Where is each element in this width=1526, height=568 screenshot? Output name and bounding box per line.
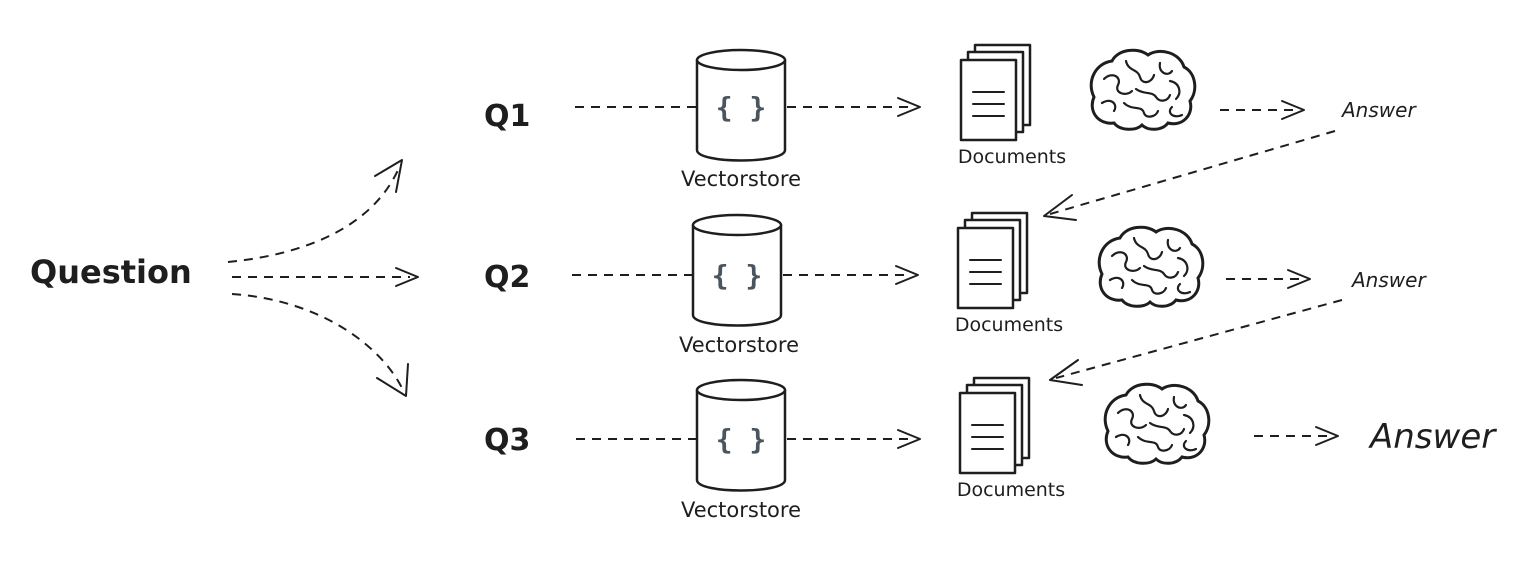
query-label: Q2 [484, 260, 530, 295]
store-symbol: { } [716, 91, 767, 124]
store-symbol: { } [716, 423, 767, 456]
documents-stack-icon [959, 43, 1032, 142]
documents-stack-icon [958, 376, 1031, 475]
documents-stack-icon [956, 211, 1029, 310]
fan-arrow-down [231, 293, 409, 397]
documents-label: Documents [958, 146, 1066, 168]
question-label: Question [30, 253, 192, 291]
query-label: Q1 [484, 99, 530, 134]
row-q3: Q3 { } Vectorstore Documents Answer [484, 376, 1497, 522]
brain-icon [1103, 382, 1211, 465]
arrow-store-to-docs [787, 97, 921, 117]
arrow-llm-to-answer [1220, 100, 1305, 120]
documents-label: Documents [957, 479, 1065, 501]
store-symbol: { } [712, 259, 763, 292]
database-cylinder-icon: { } [691, 213, 783, 327]
vectorstore-label: Vectorstore [679, 333, 799, 357]
row-q2: Q2 { } Vectorstore Documents Answer [484, 211, 1427, 357]
arrow-store-to-docs [783, 265, 919, 285]
final-answer-label: Answer [1368, 417, 1497, 457]
database-cylinder-icon: { } [695, 378, 787, 492]
query-label: Q3 [484, 423, 530, 458]
arrow-llm-to-answer [1226, 269, 1311, 289]
fan-arrow-middle [232, 267, 419, 287]
row-q1: Q1 { } Vectorstore Documents Answer [484, 43, 1417, 191]
fan-arrow-up [227, 159, 403, 263]
brain-icon [1089, 48, 1197, 131]
brain-icon [1097, 225, 1205, 308]
documents-label: Documents [955, 314, 1063, 336]
database-cylinder-icon: { } [695, 48, 787, 162]
arrow-answer1-to-docs2 [1043, 130, 1336, 221]
arrow-answer2-to-docs3 [1049, 299, 1343, 386]
vectorstore-label: Vectorstore [681, 498, 801, 522]
vectorstore-label: Vectorstore [681, 167, 801, 191]
answer-label: Answer [1340, 98, 1417, 122]
arrow-store-to-docs [787, 429, 921, 449]
answer-label: Answer [1350, 268, 1427, 292]
arrow-llm-to-final-answer [1254, 426, 1339, 446]
